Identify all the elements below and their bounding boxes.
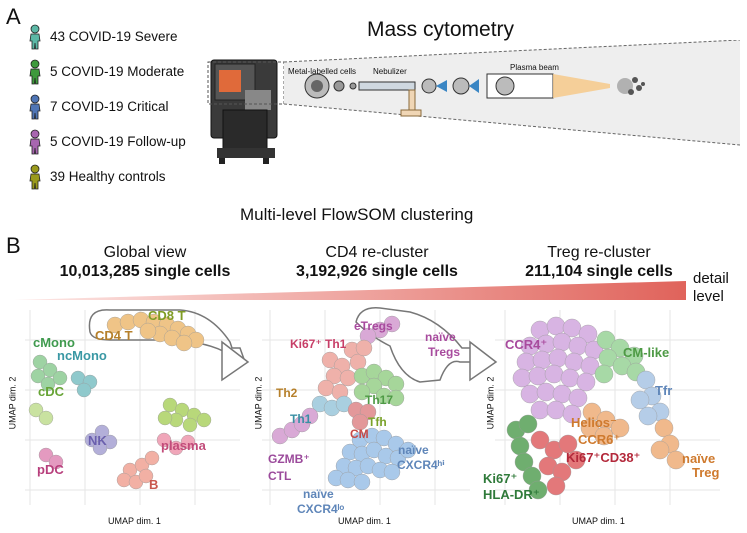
detail-level-ramp: [14, 281, 686, 300]
cluster-label: Treg: [692, 465, 720, 480]
cluster-label: eTregs: [354, 319, 393, 333]
cluster-label: CM: [350, 427, 369, 441]
person-icon: [29, 94, 41, 120]
person-icon: [29, 164, 41, 190]
cluster-label: naïve: [682, 451, 716, 466]
droplet-icon: [421, 77, 479, 95]
nebulizer-icon: [358, 81, 422, 117]
cytometer-machine-icon: [210, 59, 278, 164]
nebulizer-label: Nebulizer: [373, 67, 407, 76]
cd4-view-title: CD4 re-cluster: [325, 244, 429, 261]
mass-cytometry-illustration: [207, 40, 740, 164]
cluster-label: Th1: [290, 412, 312, 426]
cluster-label: naïve: [425, 330, 456, 344]
cohort-label: 5 COVID-19 Follow-up: [50, 134, 186, 149]
person-icon: [29, 129, 41, 155]
x-axis-label-cd4: UMAP dim. 1: [338, 516, 391, 526]
cluster-label: Th2: [276, 386, 298, 400]
cluster-label: Helios⁻: [571, 415, 617, 430]
treg-view-cells: 211,104 single cells: [525, 263, 673, 280]
detail-line: detail: [693, 270, 729, 287]
cluster-label: HLA-DR⁺: [483, 487, 540, 502]
cluster-label: CCR6⁺: [578, 432, 621, 447]
cohort-label: 39 Healthy controls: [50, 169, 166, 184]
mass-cytometry-title: Mass cytometry: [367, 18, 515, 41]
cluster-label: CXCR4ʰⁱ: [397, 458, 445, 472]
cluster-label: NK: [88, 433, 107, 448]
cluster-label: ncMono: [57, 348, 107, 363]
cohort-label: 7 COVID-19 Critical: [50, 99, 169, 114]
cluster-label: CD8 T: [148, 308, 186, 323]
person-icon: [29, 24, 41, 50]
y-axis-label-global: UMAP dim. 2: [7, 376, 18, 430]
cluster-label: plasma: [161, 438, 206, 453]
level-line: level: [693, 288, 724, 305]
cluster-label: cDC: [38, 384, 65, 399]
cluster-label: Tfr: [655, 383, 673, 398]
cluster-label: CCR4⁺: [505, 337, 548, 352]
plasma-beam-icon: [486, 73, 645, 99]
global-view-cells: 10,013,285 single cells: [59, 263, 231, 280]
detail-level-label: detail level: [693, 270, 729, 306]
cd4-umap: [271, 315, 417, 491]
cluster-label: Ki67⁺ Th1: [290, 337, 347, 351]
metal-cell-icon: [304, 73, 357, 99]
x-axis-label-global: UMAP dim. 1: [108, 516, 161, 526]
umap-panels: [25, 307, 720, 505]
panel-b-letter: B: [6, 233, 21, 258]
cluster-label: CM-like: [623, 345, 670, 360]
cluster-label: Ki67⁺CD38⁺: [566, 450, 641, 465]
cluster-label: Th17: [365, 393, 394, 407]
plasma-beam-label: Plasma beam: [510, 63, 559, 72]
treg-view-title: Treg re-cluster: [547, 244, 651, 261]
cluster-label: naïve: [303, 487, 334, 501]
global-umap: [28, 311, 212, 490]
clustering-title: Multi-level FlowSOM clustering: [240, 205, 474, 224]
cluster-label: cMono: [33, 335, 75, 350]
panel-a-letter: A: [6, 4, 21, 29]
cluster-label: B: [149, 477, 159, 492]
cluster-label: CTL: [268, 469, 292, 483]
y-axis-label-cd4: UMAP dim. 2: [253, 376, 264, 430]
global-view-title: Global view: [103, 244, 187, 261]
cluster-label: Tfh: [368, 415, 387, 429]
cluster-label: naïve: [398, 443, 429, 457]
cluster-label: CXCR4ˡᵒ: [297, 502, 345, 516]
metal-cells-label: Metal-labelled cells: [288, 67, 357, 76]
cluster-label: Ki67⁺: [483, 471, 518, 486]
cluster-label: CD4 T: [95, 328, 133, 343]
treg-umap: [506, 316, 686, 500]
cohort-label: 43 COVID-19 Severe: [50, 29, 178, 44]
cohort-label: 5 COVID-19 Moderate: [50, 64, 185, 79]
person-icon: [29, 59, 41, 85]
y-axis-label-treg: UMAP dim. 2: [485, 376, 496, 430]
cluster-label: GZMB⁺: [268, 452, 310, 466]
x-axis-label-treg: UMAP dim. 1: [572, 516, 625, 526]
cluster-label: Tregs: [428, 345, 461, 359]
cluster-label: pDC: [37, 462, 64, 477]
cd4-view-cells: 3,192,926 single cells: [296, 263, 458, 280]
